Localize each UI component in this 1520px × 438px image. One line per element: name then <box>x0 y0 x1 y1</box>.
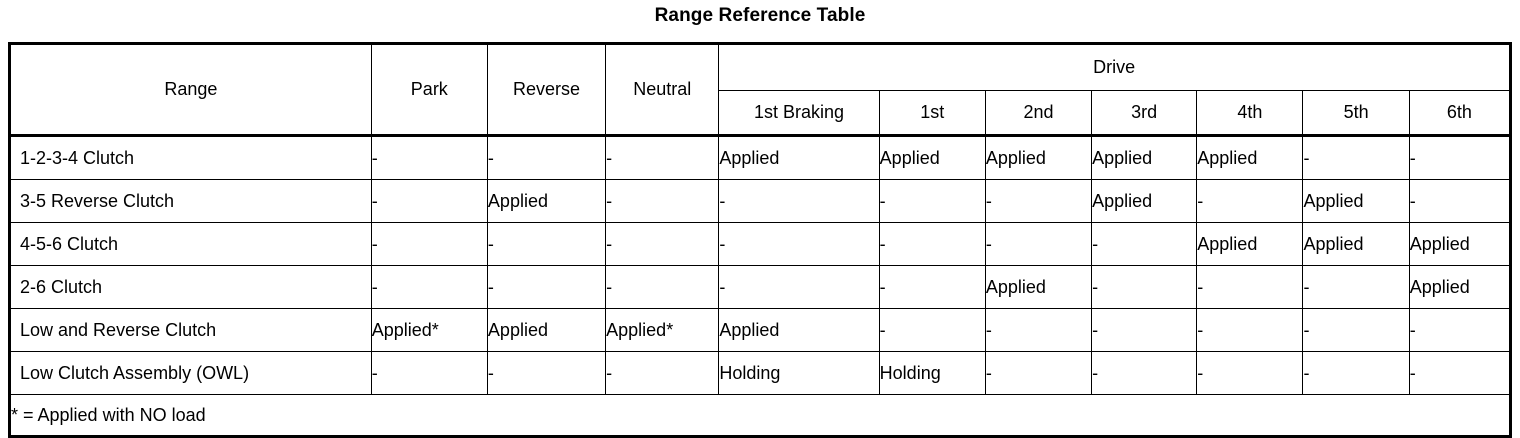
cell-1st: Holding <box>878 351 986 395</box>
cell-6th: - <box>1408 179 1512 223</box>
column-header-4th: 4th <box>1196 90 1304 136</box>
column-header-range: Range <box>9 43 372 136</box>
cell-2nd: - <box>984 179 1093 223</box>
cell-4th: - <box>1196 179 1304 223</box>
column-header-park: Park <box>370 43 488 136</box>
cell-2nd: - <box>984 351 1093 395</box>
cell-5th: - <box>1302 351 1410 395</box>
cell-3rd: - <box>1091 308 1198 352</box>
cell-1st-braking: Holding <box>718 351 880 395</box>
column-header-3rd: 3rd <box>1091 90 1198 136</box>
cell-3rd: Applied <box>1091 179 1198 223</box>
cell-3rd: Applied <box>1091 134 1198 180</box>
cell-reverse: Applied <box>486 179 607 223</box>
cell-3rd: - <box>1091 222 1198 266</box>
cell-park: - <box>370 351 488 395</box>
cell-park: - <box>370 222 488 266</box>
cell-6th: - <box>1408 351 1512 395</box>
column-header-1st-braking: 1st Braking <box>718 90 880 136</box>
cell-6th: Applied <box>1408 222 1512 266</box>
cell-2nd: - <box>984 308 1093 352</box>
cell-1st-braking: - <box>718 179 880 223</box>
cell-1st: - <box>878 222 986 266</box>
table-row: 4-5-6 Clutch - - - - - - - Applied Appli… <box>9 222 1512 266</box>
cell-1st-braking: Applied <box>718 134 880 180</box>
cell-park: - <box>370 134 488 180</box>
range-reference-table-wrapper: Range Park Reverse Neutral Drive 1st Bra… <box>8 42 1512 438</box>
cell-1st: - <box>878 179 986 223</box>
cell-4th: - <box>1196 351 1304 395</box>
cell-2nd: - <box>984 222 1093 266</box>
cell-4th: - <box>1196 308 1304 352</box>
cell-1st: Applied <box>878 134 986 180</box>
cell-1st: - <box>878 265 986 309</box>
cell-5th: Applied <box>1302 222 1410 266</box>
column-header-reverse: Reverse <box>486 43 607 136</box>
row-label: 3-5 Reverse Clutch <box>9 179 372 223</box>
cell-1st-braking: Applied <box>718 308 880 352</box>
column-group-header-drive: Drive <box>718 43 1511 91</box>
table-row: Low Clutch Assembly (OWL) - - - Holding … <box>9 351 1512 395</box>
cell-park: - <box>370 265 488 309</box>
cell-reverse: - <box>486 134 607 180</box>
cell-6th: - <box>1408 308 1512 352</box>
column-header-6th: 6th <box>1408 90 1512 136</box>
table-row: 2-6 Clutch - - - - - Applied - - - Appli… <box>9 265 1512 309</box>
cell-5th: - <box>1302 265 1410 309</box>
column-header-5th: 5th <box>1302 90 1410 136</box>
cell-reverse: - <box>486 265 607 309</box>
column-header-neutral: Neutral <box>605 43 720 136</box>
cell-reverse: Applied <box>486 308 607 352</box>
cell-1st-braking: - <box>718 265 880 309</box>
table-row: Low and Reverse Clutch Applied* Applied … <box>9 308 1512 352</box>
row-label: Low and Reverse Clutch <box>9 308 372 352</box>
table-body: 1-2-3-4 Clutch - - - Applied Applied App… <box>9 134 1512 437</box>
row-label: Low Clutch Assembly (OWL) <box>9 351 372 395</box>
cell-2nd: Applied <box>984 134 1093 180</box>
cell-5th: Applied <box>1302 179 1410 223</box>
cell-neutral: - <box>605 265 720 309</box>
range-reference-table: Range Park Reverse Neutral Drive 1st Bra… <box>8 42 1512 438</box>
cell-neutral: - <box>605 351 720 395</box>
cell-reverse: - <box>486 351 607 395</box>
header-row-drive-sub: 1st Braking 1st 2nd 3rd 4th 5th 6th <box>10 90 1512 136</box>
cell-park: Applied* <box>370 308 488 352</box>
cell-5th: - <box>1302 134 1410 180</box>
cell-park: - <box>370 179 488 223</box>
cell-neutral: Applied* <box>605 308 720 352</box>
cell-4th: Applied <box>1196 222 1304 266</box>
cell-6th: Applied <box>1408 265 1512 309</box>
cell-4th: - <box>1196 265 1304 309</box>
cell-4th: Applied <box>1196 134 1304 180</box>
page-title: Range Reference Table <box>654 5 866 26</box>
cell-1st: - <box>878 308 986 352</box>
table-footnote-row: * = Applied with NO load <box>9 394 1511 437</box>
cell-neutral: - <box>605 179 720 223</box>
cell-neutral: - <box>605 134 720 180</box>
row-label: 1-2-3-4 Clutch <box>9 134 372 180</box>
cell-2nd: Applied <box>984 265 1093 309</box>
header-row-group: Range Park Reverse Neutral Drive <box>9 43 1511 136</box>
row-label: 4-5-6 Clutch <box>9 222 372 266</box>
cell-neutral: - <box>605 222 720 266</box>
cell-1st-braking: - <box>718 222 880 266</box>
cell-5th: - <box>1302 308 1410 352</box>
cell-6th: - <box>1408 134 1512 180</box>
column-header-2nd: 2nd <box>984 90 1093 136</box>
cell-3rd: - <box>1091 265 1198 309</box>
column-header-1st: 1st <box>878 90 986 136</box>
row-label: 2-6 Clutch <box>9 265 372 309</box>
footnote-text: * = Applied with NO load <box>9 394 1511 437</box>
cell-3rd: - <box>1091 351 1198 395</box>
table-header: Range Park Reverse Neutral Drive 1st Bra… <box>9 43 1512 136</box>
cell-reverse: - <box>486 222 607 266</box>
table-row: 3-5 Reverse Clutch - Applied - - - - App… <box>9 179 1512 223</box>
table-row: 1-2-3-4 Clutch - - - Applied Applied App… <box>9 134 1512 180</box>
